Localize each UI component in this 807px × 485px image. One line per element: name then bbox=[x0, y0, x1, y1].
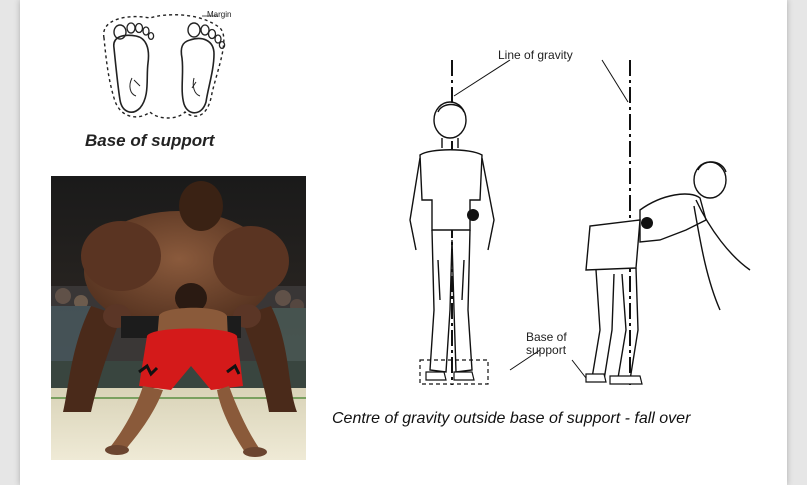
centre-of-gravity-standing bbox=[467, 209, 479, 221]
base-of-support-label-line2: support bbox=[526, 344, 567, 357]
line-of-gravity-illustration bbox=[390, 30, 770, 400]
base-of-support-label: Base of support bbox=[526, 331, 567, 357]
margin-label: Margin bbox=[207, 10, 231, 19]
line-of-gravity-label: Line of gravity bbox=[498, 48, 573, 62]
slide: Margin Base of support bbox=[20, 0, 787, 485]
centre-of-gravity-bending bbox=[641, 217, 653, 229]
base-of-support-caption: Base of support bbox=[85, 131, 214, 151]
sumo-wrestlers-photo bbox=[51, 176, 306, 460]
sumo-photo-drawing bbox=[51, 176, 306, 460]
feet-base-of-support-illustration bbox=[90, 8, 250, 128]
centre-of-gravity-caption: Centre of gravity outside base of suppor… bbox=[332, 410, 690, 428]
